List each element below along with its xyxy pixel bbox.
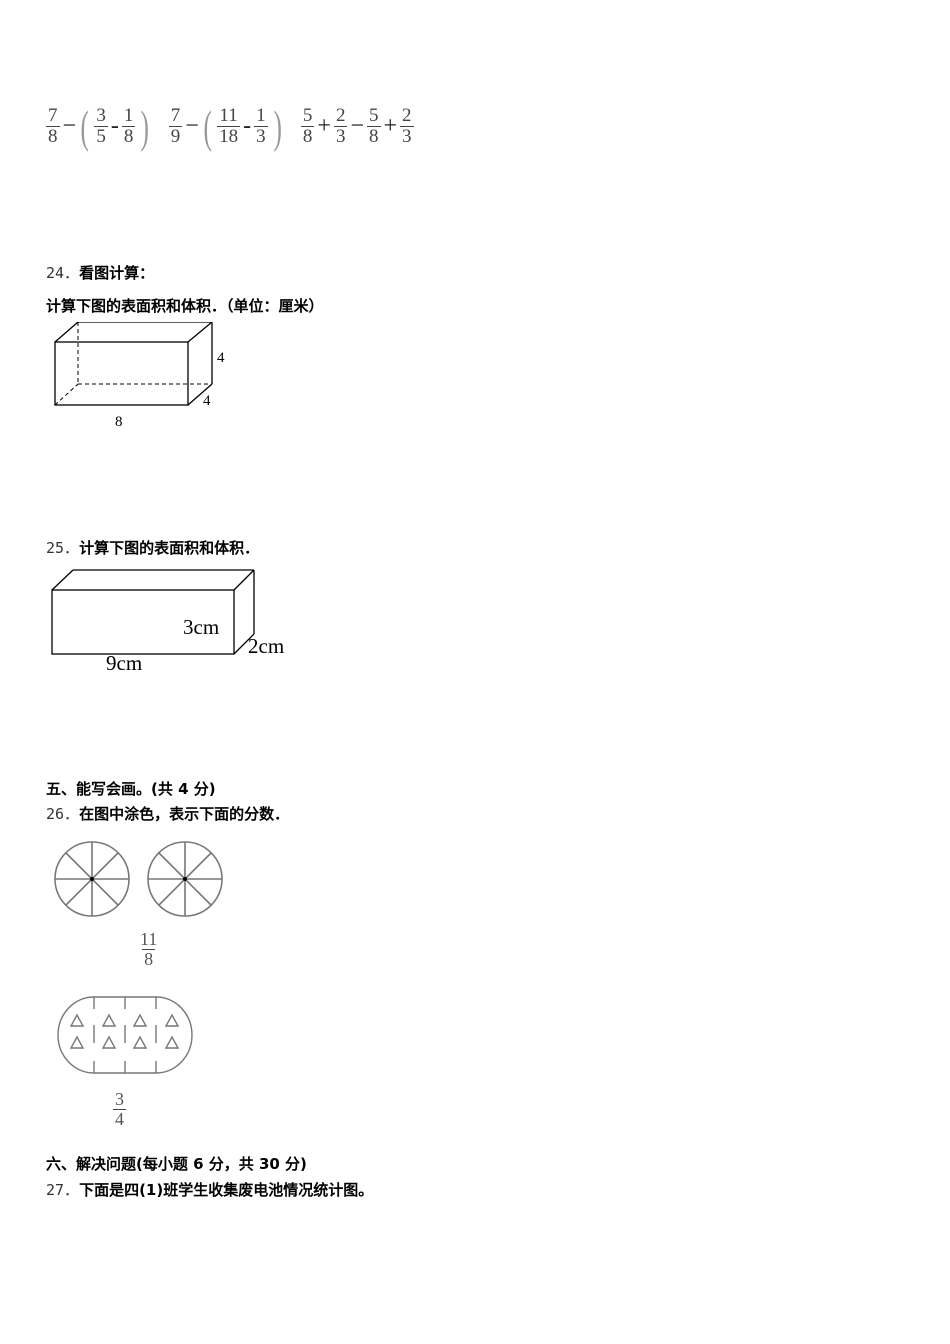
- question-title: 计算下图的表面积和体积．: [79, 539, 260, 557]
- operator: +: [317, 113, 331, 139]
- dimension-length-label: 8: [115, 414, 123, 430]
- denominator: 8: [46, 126, 60, 147]
- denominator: 5: [94, 126, 108, 147]
- denominator: 8: [121, 126, 136, 147]
- denominator: 18: [217, 126, 241, 147]
- numerator: 1: [256, 105, 266, 127]
- section-5-heading: 五、能写会画。(共 4 分): [46, 780, 216, 798]
- question-24-subtitle: 计算下图的表面积和体积．（单位：厘米）: [46, 297, 324, 315]
- question-27-heading: 27．下面是四(1)班学生收集废电池情况统计图。: [46, 1179, 373, 1200]
- question-number: 24．: [46, 264, 80, 282]
- denominator: 8: [367, 126, 381, 147]
- question-title: 在图中涂色，表示下面的分数．: [79, 805, 290, 823]
- numerator: 2: [402, 105, 412, 127]
- operator: −: [350, 113, 364, 139]
- dimension-width-label: 4: [203, 393, 211, 409]
- numerator: 2: [335, 105, 346, 127]
- question-title: 下面是四(1)班学生收集废电池情况统计图。: [79, 1181, 374, 1199]
- quarters-oval-figure: [57, 996, 193, 1074]
- question-25-heading: 25．计算下图的表面积和体积．: [46, 537, 259, 558]
- operator: -: [110, 113, 119, 139]
- fraction-eleven-eighths: 11 8: [140, 929, 158, 969]
- denominator: 8: [300, 126, 315, 147]
- question-number: 25．: [46, 539, 80, 557]
- parenthesis: ): [140, 101, 150, 152]
- numerator: 7: [48, 105, 58, 127]
- operator: −: [185, 113, 199, 139]
- fraction-three-quarters: 3 4: [113, 1089, 126, 1129]
- question-26-heading: 26．在图中涂色，表示下面的分数．: [46, 803, 289, 824]
- cuboid-figure-24: [54, 322, 213, 406]
- cuboid-figure-25: [51, 569, 255, 655]
- dimension-width-label: 2cm: [248, 634, 285, 658]
- dimension-height-label: 4: [217, 350, 225, 366]
- operator: −: [62, 113, 77, 139]
- section-6-heading: 六、解决问题(每小题 6 分，共 30 分): [46, 1155, 307, 1173]
- denominator: 3: [333, 126, 348, 147]
- denominator: 3: [400, 126, 414, 147]
- numerator: 5: [369, 105, 379, 127]
- parenthesis: (: [203, 101, 212, 152]
- numerator: 11: [219, 105, 238, 127]
- operator: +: [383, 113, 398, 139]
- numerator: 3: [96, 105, 106, 127]
- eighths-circles-figure: [54, 841, 223, 917]
- question-24-heading: 24．看图计算：: [46, 262, 154, 283]
- parenthesis: (: [80, 101, 89, 152]
- question-number: 26．: [46, 805, 80, 823]
- dimension-height-label: 3cm: [183, 615, 220, 639]
- denominator: 3: [254, 126, 268, 147]
- operator: -: [243, 113, 252, 139]
- parenthesis: ): [273, 101, 282, 152]
- dimension-length-label: 9cm: [106, 651, 143, 675]
- question-title: 看图计算：: [79, 264, 155, 282]
- numerator: 7: [170, 105, 181, 127]
- question-number: 27．: [46, 1181, 80, 1199]
- denominator: 9: [168, 126, 183, 147]
- numerator: 1: [123, 105, 134, 127]
- numerator: 5: [302, 105, 313, 127]
